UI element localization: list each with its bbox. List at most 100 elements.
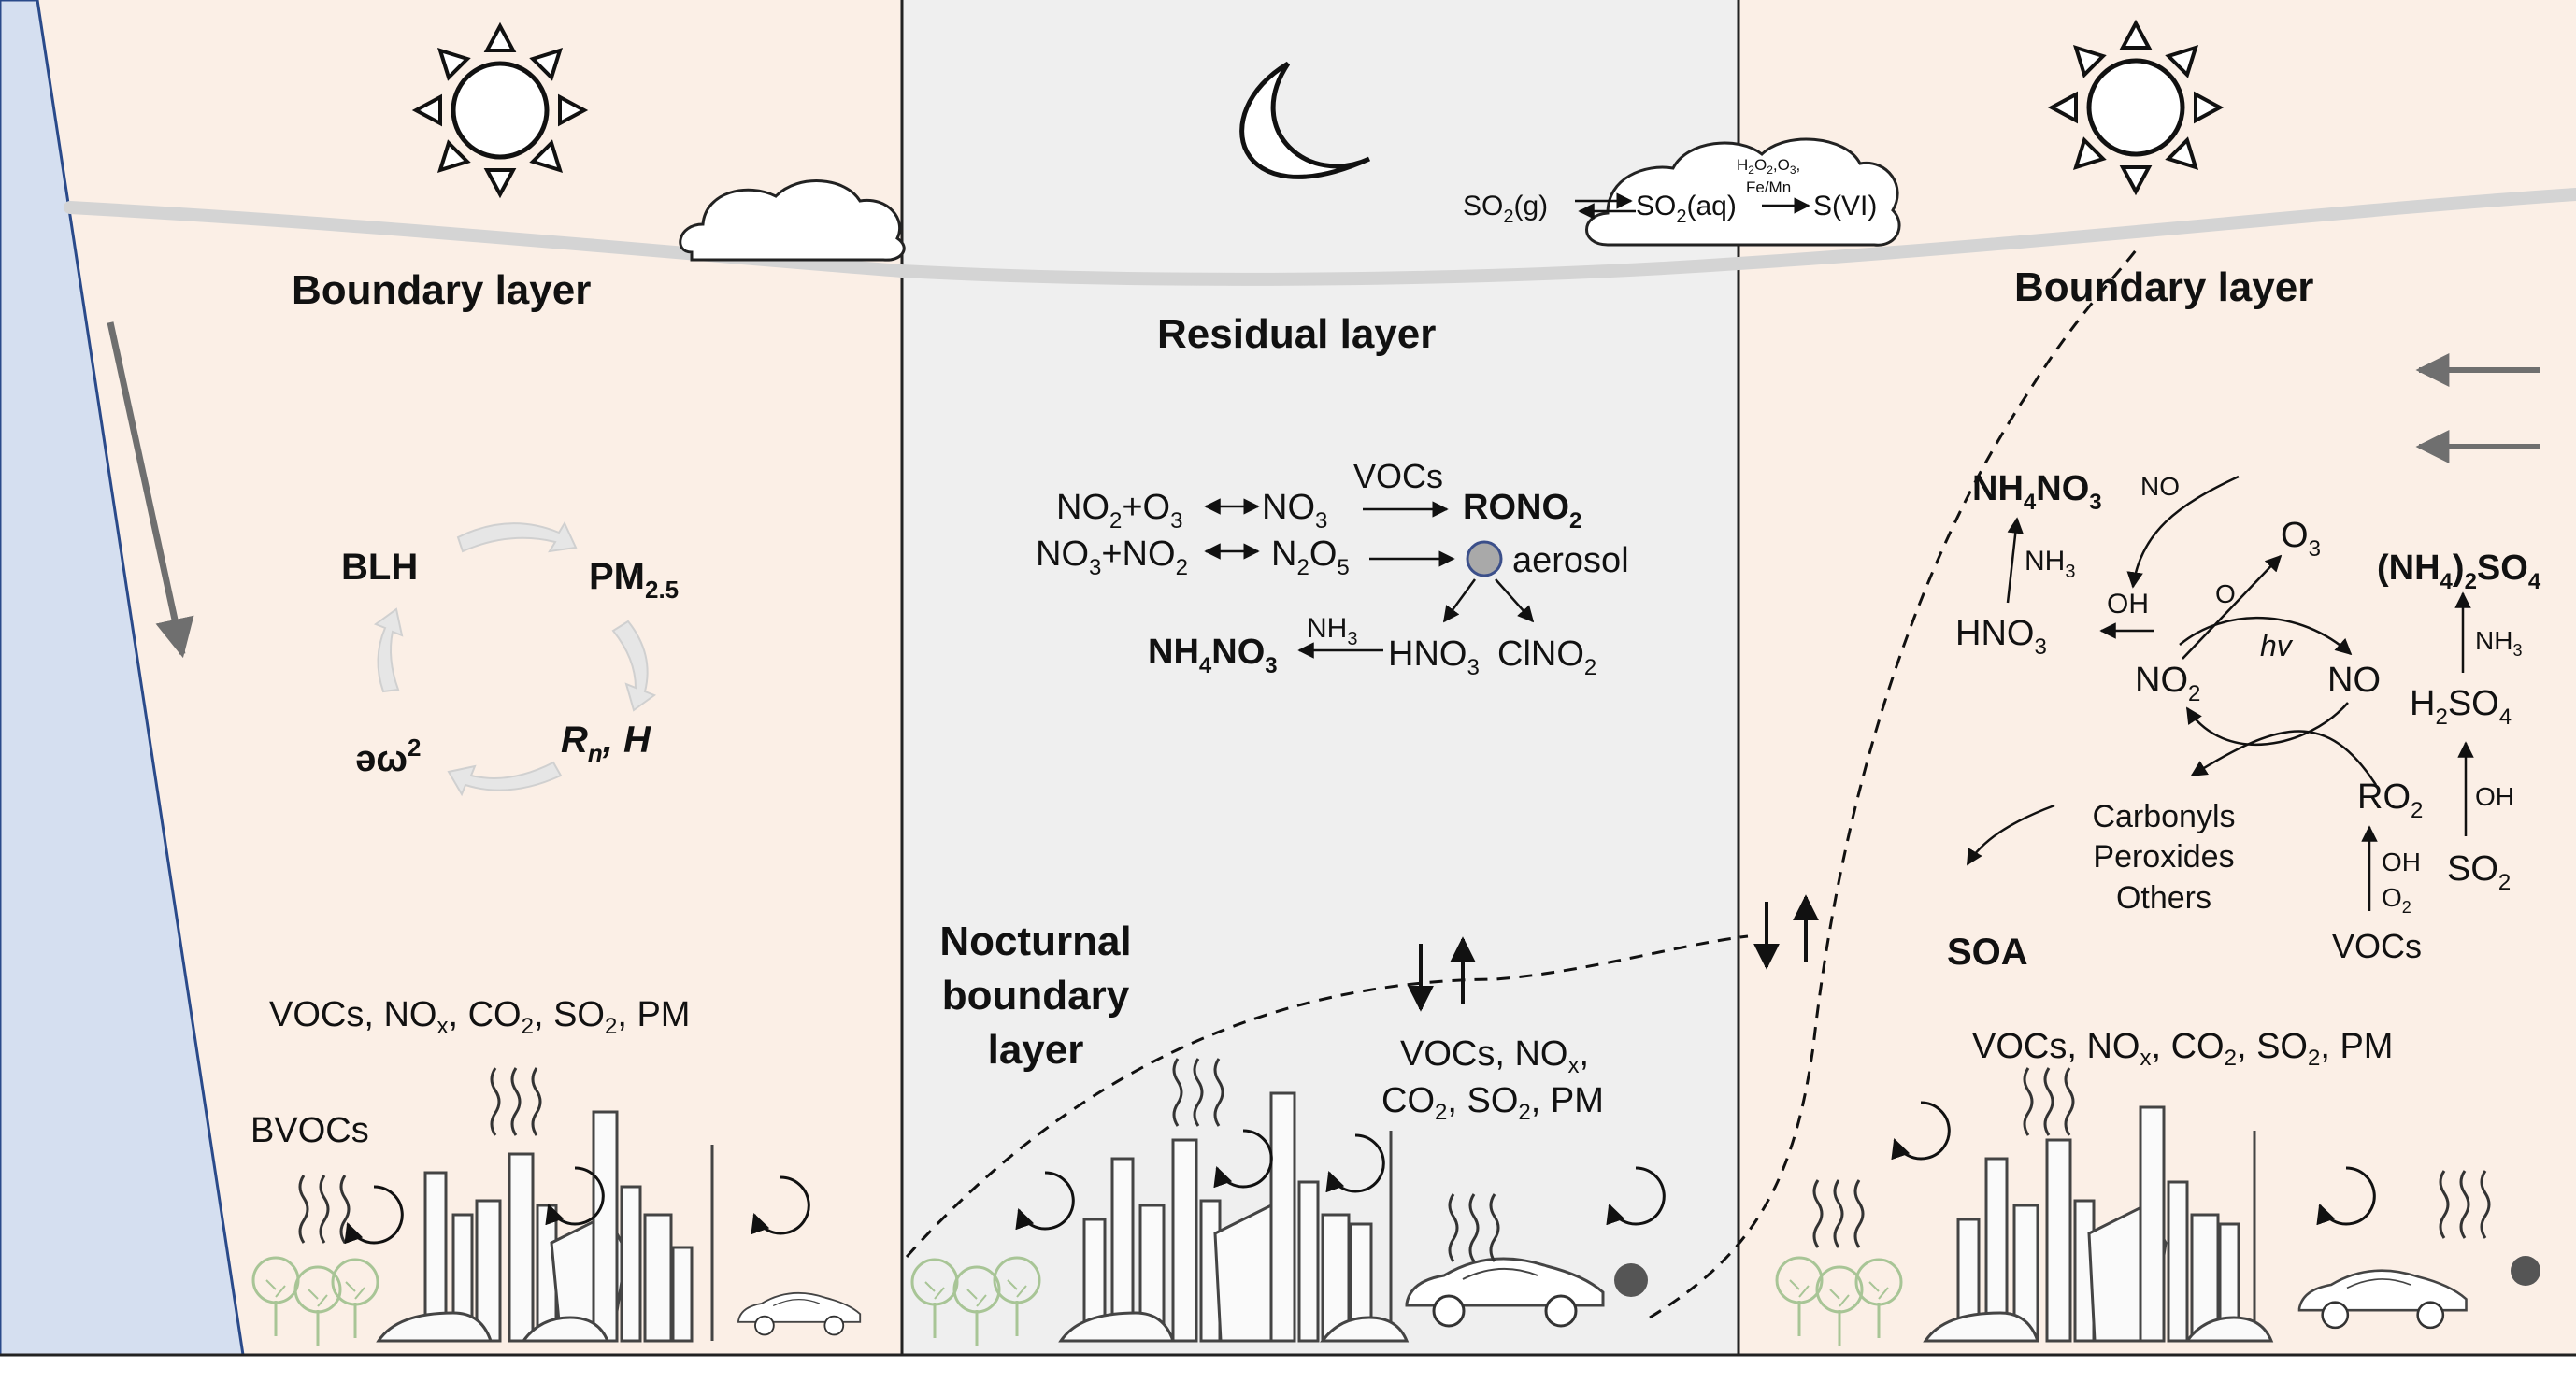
clno2-product: ClNO (1497, 634, 1584, 674)
ammonium-sulfate-label: (NH (2377, 549, 2440, 588)
svg-text:NO2+O3: NO2+O3 (1056, 488, 1182, 534)
svg-text:RO2: RO2 (2357, 777, 2423, 823)
hno3-product: HNO (1955, 614, 2034, 653)
hv-label: hv (2260, 629, 2294, 663)
hno3-product: HNO (1388, 634, 1467, 674)
svg-text:H2SO4: H2SO4 (2410, 684, 2512, 730)
svg-text:NH4NO3: NH4NO3 (1148, 633, 1278, 678)
exhaust-puff-icon (2511, 1256, 2540, 1286)
emissions-label: VOCs, NO (269, 995, 436, 1034)
subsidence-arrow (107, 321, 194, 659)
svg-text:O2: O2 (2382, 883, 2411, 917)
cloud-icon (679, 179, 906, 262)
sun-icon (2047, 19, 2225, 196)
aerosol-particle-icon (1466, 540, 1503, 577)
peroxides-label: Peroxides (2093, 839, 2234, 875)
svg-text:H2O2,O3,: H2O2,O3, (1737, 156, 1800, 177)
n2o5-product: N (1271, 534, 1296, 574)
no3-no2-reactants: NO (1036, 534, 1089, 574)
others-label: Others (2116, 880, 2211, 916)
oxidant-label: H (1737, 156, 1748, 174)
o-label: O (2215, 579, 2236, 608)
carbonyls-label: Carbonyls (2092, 799, 2235, 834)
svg-text:HNO3: HNO3 (1388, 634, 1480, 680)
no-reagent-label: NO (2140, 472, 2180, 501)
svg-text:SO2: SO2 (2447, 849, 2511, 895)
exhaust-puff-icon (1614, 1263, 1648, 1297)
svg-text:VOCs, NOx, CO2, SO2, PM: VOCs, NOx, CO2, SO2, PM (269, 995, 690, 1039)
feedback-cycle (373, 520, 657, 797)
blh-label: BLH (341, 547, 418, 588)
nh4no3-product: NH (1972, 469, 2024, 508)
svg-text:əω2: əω2 (355, 734, 422, 779)
no-label: NO (2327, 661, 2381, 700)
o2-label: O (2382, 883, 2402, 912)
svg-text:SO2(aq): SO2(aq) (1636, 191, 1737, 227)
reaction-arrow (1495, 578, 1535, 623)
cloud-icon (1585, 137, 1901, 247)
svg-text:O3: O3 (2281, 516, 2321, 562)
oh-label: OH (2107, 589, 2149, 620)
boundary-layer-label: Boundary layer (2014, 264, 2313, 310)
so2-gas-label: SO (1463, 191, 1503, 221)
oh-label: OH (2382, 848, 2421, 876)
nh3-reagent-label: NH (1307, 613, 1347, 644)
emissions-label: VOCs, NO (1400, 1034, 1567, 1074)
no2-o3-reactants: NO (1056, 488, 1109, 527)
radiation-heat-label: R (561, 719, 588, 761)
reaction-arrow (1442, 578, 1477, 623)
emissions-label: VOCs, NO (1972, 1027, 2140, 1066)
nh4no3-product: NH (1148, 633, 1199, 672)
city-skyline-icon (1058, 1091, 1410, 1343)
svg-text:NH4NO3: NH4NO3 (1972, 469, 2102, 515)
nocturnal-boundary-curve (905, 934, 1749, 1259)
nh3-reagent-label: NH (2025, 546, 2065, 577)
aerosol-label: aerosol (1512, 541, 1629, 580)
svg-text:NH3: NH3 (1307, 613, 1357, 649)
svg-text:PM2.5: PM2.5 (589, 556, 679, 604)
catalyst-label: Fe/Mn (1746, 178, 1791, 196)
svg-text:RONO2: RONO2 (1463, 488, 1581, 534)
svg-text:HNO3: HNO3 (1955, 614, 2047, 660)
no2-label: NO (2135, 661, 2188, 700)
svg-text:NO3+NO2: NO3+NO2 (1036, 534, 1188, 580)
boundary-layer-curve (64, 188, 2576, 286)
nh3-reagent-label: NH (2475, 626, 2512, 655)
moon-icon (1239, 61, 1371, 179)
h2so4-label: H (2410, 684, 2435, 723)
svg-text:N2O5: N2O5 (1271, 534, 1350, 580)
nocturnal-label: Nocturnal (939, 919, 1131, 964)
svg-text:VOCs, NOx,: VOCs, NOx, (1400, 1034, 1589, 1078)
so2-label: SO (2447, 849, 2498, 889)
nocturnal-label: layer (988, 1027, 1084, 1073)
oh-label: OH (2475, 782, 2514, 811)
reaction-arrow (2126, 475, 2240, 589)
svg-text:NO3: NO3 (1262, 488, 1327, 534)
svg-text:ClNO2: ClNO2 (1497, 634, 1596, 680)
photolysis-arrow (2179, 616, 2353, 656)
o3-label: O (2281, 516, 2309, 555)
reaction-arrow (2006, 517, 2024, 604)
soa-label: SOA (1947, 932, 2028, 973)
so2-aqueous-label: SO (1636, 191, 1676, 221)
svg-text:NH3: NH3 (2025, 546, 2075, 582)
vocs-reagent-label: VOCs (1353, 457, 1443, 495)
pm25-label: PM (589, 556, 645, 597)
svg-text:SO2(g): SO2(g) (1463, 191, 1548, 227)
morning-boundary-curve (1649, 249, 2138, 1319)
vocs-label: VOCs (2332, 927, 2422, 965)
sun-icon (411, 21, 589, 199)
svg-text:(NH4)2SO4: (NH4)2SO4 (2377, 549, 2541, 594)
city-skyline-icon (1923, 1105, 2274, 1343)
svg-text:CO2, SO2, PM: CO2, SO2, PM (1381, 1081, 1604, 1125)
svg-text:VOCs, NOx, CO2, SO2, PM: VOCs, NOx, CO2, SO2, PM (1972, 1027, 2393, 1071)
svg-text:NH3: NH3 (2475, 626, 2522, 660)
ro2-label: RO (2357, 777, 2411, 817)
sulfate-label: S(VI) (1813, 191, 1877, 221)
reaction-arrow (1966, 804, 2055, 866)
reaction-arrow (2182, 554, 2283, 660)
residual-layer-label: Residual layer (1157, 311, 1436, 357)
boundary-layer-label: Boundary layer (292, 267, 591, 313)
nocturnal-label: boundary (942, 973, 1130, 1019)
